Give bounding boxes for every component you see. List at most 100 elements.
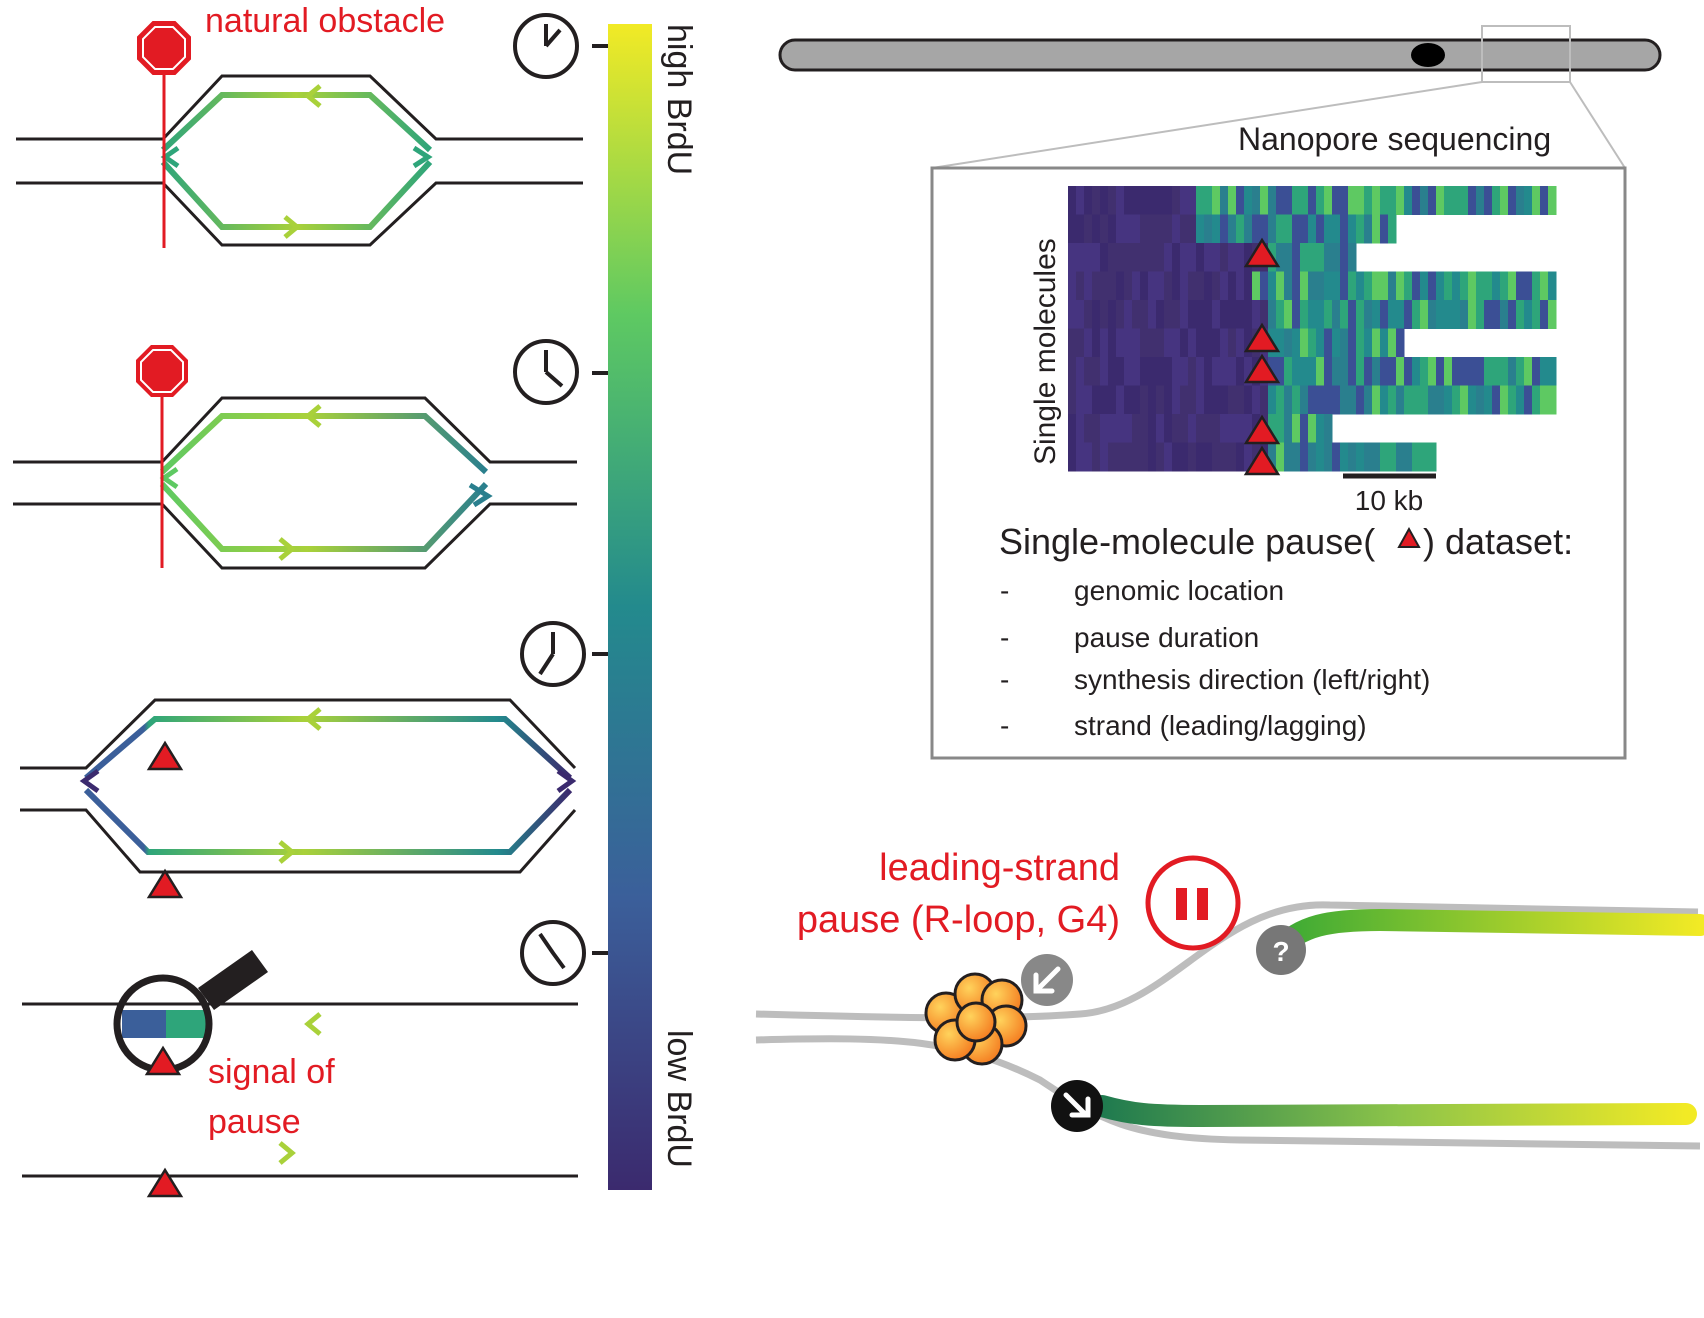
stop-sign-icon (136, 345, 188, 397)
heatmap-cell (1268, 214, 1277, 244)
heatmap-cell (1452, 271, 1461, 301)
heatmap-cell (1548, 357, 1557, 386)
heatmap-cell (1356, 442, 1365, 472)
heatmap-cell (1268, 385, 1277, 415)
heatmap-cell (1196, 243, 1205, 272)
parental-strand-bottom (755, 1035, 1701, 1150)
heatmap-cell (1484, 271, 1493, 301)
heatmap-cell (1212, 271, 1221, 301)
heatmap-cell (1348, 385, 1357, 415)
heatmap-cell (1388, 271, 1397, 301)
heatmap-cell (1188, 243, 1197, 272)
heatmap-cell (1108, 414, 1117, 443)
heatmap-cell (1076, 442, 1085, 472)
nascent-strand-top (84, 716, 573, 781)
heatmap-cell (1108, 442, 1117, 472)
heatmap-cell (1172, 442, 1181, 472)
heatmap-cell (1300, 243, 1309, 272)
heatmap-cell (1148, 186, 1157, 215)
dataset-panel (930, 166, 1627, 760)
heatmap-cell (1380, 442, 1389, 472)
direction-arrow-right (278, 537, 296, 561)
heatmap-cell (1428, 300, 1437, 329)
heatmap-cell (1428, 442, 1437, 472)
heatmap-cell (1132, 442, 1141, 472)
heatmap-cell (1180, 300, 1189, 329)
heatmap-cell (1180, 186, 1189, 215)
heatmap-cell (1276, 385, 1285, 415)
heatmap-cell (1188, 357, 1197, 386)
heatmap-cell (1372, 214, 1381, 244)
heatmap-cell (1100, 243, 1109, 272)
lagging-strand (1091, 1095, 1697, 1128)
heatmap-cell (1180, 214, 1189, 244)
heatmap-cell (1084, 271, 1093, 301)
heatmap-cell (1316, 243, 1325, 272)
bubble-panel-3 (20, 698, 577, 899)
magnified-high-segment (166, 1010, 210, 1038)
heatmap-cell (1076, 186, 1085, 215)
heatmap-cell (1492, 385, 1501, 415)
heatmap-cell (1188, 300, 1197, 329)
heatmap-cell (1196, 414, 1205, 443)
heatmap-cell (1084, 243, 1093, 272)
pause-triangle-icon (146, 868, 184, 899)
heatmap-cell (1292, 414, 1301, 443)
heatmap-cell (1300, 328, 1309, 358)
heatmap-cell (1292, 328, 1301, 358)
heatmap-cell (1100, 186, 1109, 215)
nascent-strand-bottom (83, 787, 573, 855)
heatmap-cell (1156, 357, 1165, 386)
direction-arrow-left (304, 404, 322, 428)
heatmap-cell (1444, 385, 1453, 415)
heatmap-cell (1116, 186, 1125, 215)
heatmap-cell (1212, 385, 1221, 415)
dataset-list: - genomic location - pause duration - sy… (1000, 575, 1430, 741)
heatmap-cell (1148, 357, 1157, 386)
pause-triangle-icon (146, 740, 184, 771)
heatmap-cell (1244, 442, 1253, 472)
heatmap-cell (1428, 271, 1437, 301)
heatmap-cell (1428, 186, 1437, 215)
heatmap-cell (1140, 300, 1149, 329)
heatmap-cell (1508, 385, 1517, 415)
heatmap-cell (1276, 328, 1285, 358)
heatmap-cell (1284, 243, 1293, 272)
heatmap-cell (1388, 214, 1397, 244)
heatmap-cell (1436, 385, 1445, 415)
heatmap-cell (1220, 214, 1229, 244)
heatmap-cell (1260, 186, 1269, 215)
heatmap-cell (1540, 271, 1549, 301)
heatmap-cell (1332, 186, 1341, 215)
heatmap-cell (1316, 328, 1325, 358)
parental-dna-bottom (16, 181, 583, 247)
heatmap-cell (1212, 300, 1221, 329)
clock-icon (520, 920, 586, 986)
heatmap-cell (1316, 214, 1325, 244)
heatmap-cell (1404, 442, 1413, 472)
heatmap-cell (1228, 271, 1237, 301)
heatmap-cell (1340, 214, 1349, 244)
heatmap-cell (1268, 442, 1277, 472)
heatmap-cell (1524, 357, 1533, 386)
scale-bar-label: 10 kb (1355, 485, 1424, 516)
heatmap-cell (1284, 300, 1293, 329)
heatmap-cell (1540, 385, 1549, 415)
heatmap-cell (1284, 442, 1293, 472)
heatmap-cell (1068, 357, 1077, 386)
heatmap-cell (1100, 271, 1109, 301)
heatmap-cell (1372, 328, 1381, 358)
heatmap-cell (1452, 357, 1461, 386)
heatmap-cell (1284, 357, 1293, 386)
heatmap-cell (1084, 385, 1093, 415)
heatmap-cell (1236, 357, 1245, 386)
heatmap-cell (1116, 385, 1125, 415)
heatmap-cell (1108, 243, 1117, 272)
heatmap-cell (1396, 385, 1405, 415)
heatmap-cell (1484, 300, 1493, 329)
heatmap-cell (1524, 186, 1533, 215)
heatmap-cell (1324, 442, 1333, 472)
heatmap-cell (1516, 357, 1525, 386)
heatmap-cell (1388, 328, 1397, 358)
pause-triangle-icon (1397, 526, 1421, 548)
